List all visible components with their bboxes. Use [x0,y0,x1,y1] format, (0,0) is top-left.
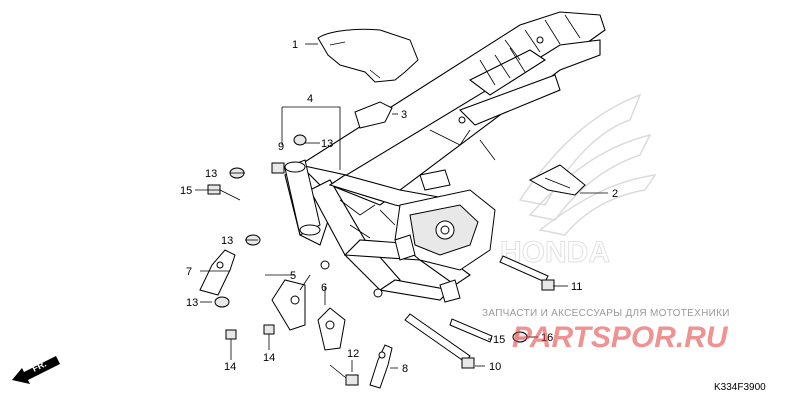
part-7-bracket [199,249,236,296]
callout-13-low: 13 [186,297,198,309]
callout-6: 6 [321,282,327,294]
callout-3: 3 [401,109,407,121]
main-frame [284,11,606,303]
watermark-caption: ЗАПЧАСТИ И АКСЕССУАРЫ ДЛЯ МОТОТЕХНИКИ [482,308,730,319]
callout-10: 10 [489,361,501,373]
callout-13-left: 13 [205,168,217,180]
callout-labels: 1 2 3 4 5 6 7 8 9 10 11 12 13 13 13 13 1… [180,39,618,375]
part-8-bracket [369,344,393,389]
callout-9: 9 [278,141,284,153]
part-5-mount-plate [271,279,306,331]
watermark-logo: PARTSPOR.RU [512,321,729,354]
nut-13-low [214,296,230,308]
part-2-bracket [528,164,586,196]
bolt-12 [329,364,359,386]
bolt-15-left [207,184,241,201]
shop-watermark: ЗАПЧАСТИ И АКСЕССУАРЫ ДЛЯ МОТОТЕХНИКИ PA… [482,308,730,354]
callout-12: 12 [347,348,359,360]
part-1-cover [317,28,419,83]
callout-1: 1 [292,39,298,51]
nut-13-top [293,134,307,146]
callout-14-a: 14 [224,361,236,373]
bolt-14-b [263,324,275,335]
diagram-code: K334F3900 [714,382,766,393]
callout-5: 5 [290,270,296,282]
part-6-mount-plate [317,307,346,351]
callout-2: 2 [612,188,618,200]
leader-lines [195,43,608,372]
front-direction-arrow: FR. [12,356,60,384]
bolt-10-long [404,313,475,369]
part-9-block [271,162,285,174]
callout-14-b: 14 [263,352,275,364]
bolt-15-right [449,318,493,343]
callout-15-left: 15 [180,185,192,197]
bolt-14-a [225,329,237,345]
callout-11: 11 [571,281,582,293]
callout-15-right: 15 [493,334,505,346]
callout-4: 4 [307,93,313,105]
front-direction-label: FR. [30,358,47,373]
callout-13-mid: 13 [221,235,233,247]
bolt-11-long [499,255,555,291]
callout-8: 8 [402,363,408,375]
part-3-plate [354,101,393,129]
callout-16: 16 [541,332,553,344]
callout-13-top: 13 [321,138,333,150]
callout-7: 7 [186,266,192,278]
